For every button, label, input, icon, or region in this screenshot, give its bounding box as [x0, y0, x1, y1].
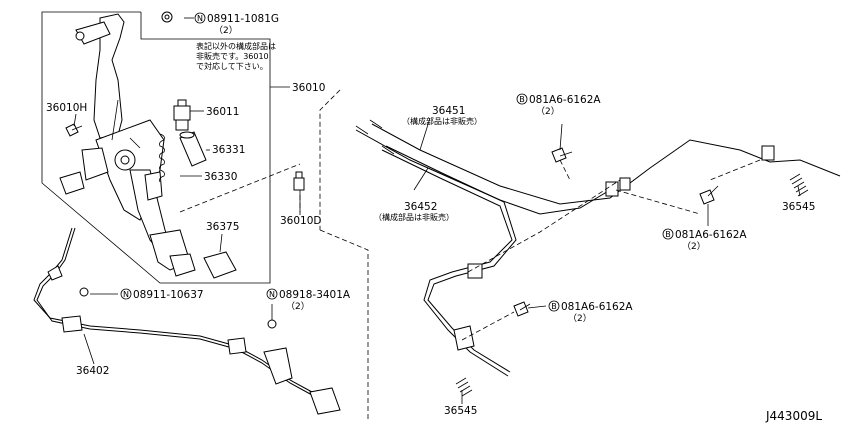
label-36010: 36010 — [292, 82, 325, 94]
svg-text:081A6-6162A: 081A6-6162A — [529, 94, 601, 106]
spring-36545-bottom-drawing — [455, 377, 473, 397]
label-36452: 36452 — [404, 201, 437, 213]
pedal-pad-36375-drawing — [203, 251, 237, 279]
svg-text:081A6-6162A: 081A6-6162A — [561, 301, 633, 313]
clip-36011-drawing — [173, 99, 191, 131]
diagram-reference-code: J443009L — [765, 409, 822, 423]
nut-top-drawing — [161, 11, 173, 23]
bolt-36010H-drawing — [65, 123, 83, 137]
label-36331: 36331 — [212, 144, 245, 156]
bolt-bottom-callout: B 081A6-6162A （2） — [548, 300, 633, 324]
label-36402: 36402 — [76, 365, 109, 377]
bolt-right-drawing — [699, 185, 719, 205]
label-36375: 36375 — [206, 221, 239, 233]
front-cable-36402-drawing — [33, 227, 341, 415]
svg-text:N: N — [269, 290, 275, 299]
bolt-top-callout: B 081A6-6162A （2） — [516, 93, 601, 117]
nut-mid-callout: N 08918-3401A （2） — [266, 288, 351, 312]
note-line-2: 非販売です。36010 — [196, 51, 269, 61]
dashed-connector-lines — [179, 89, 761, 420]
label-36330: 36330 — [204, 171, 237, 183]
spring-36545-right-drawing — [789, 173, 809, 197]
bolt-right-callout: B 081A6-6162A （2） — [662, 228, 747, 252]
svg-text:B: B — [665, 230, 671, 239]
nut-left-callout: N 08911-10637 — [120, 288, 204, 301]
svg-text:B: B — [551, 302, 557, 311]
spring-36330-drawing — [159, 133, 165, 183]
svg-text:（2）: （2） — [682, 241, 706, 252]
japanese-note: 表記以外の構成部品は 非販売です。36010 で対応して下さい。 — [196, 41, 276, 71]
nut-top-callout: N 08911-1081G （2） — [194, 12, 279, 36]
bushing-36331-drawing — [179, 131, 207, 167]
note-line-1: 表記以外の構成部品は — [196, 41, 276, 51]
svg-text:N: N — [197, 14, 203, 23]
label-36010D: 36010D — [280, 215, 322, 227]
svg-text:（2）: （2） — [568, 313, 592, 324]
svg-text:B: B — [519, 95, 525, 104]
rear-cables-drawing — [355, 119, 841, 377]
svg-text:08911-10637: 08911-10637 — [133, 289, 204, 301]
svg-text:（2）: （2） — [286, 301, 310, 312]
note-36451: （構成部品は非販売） — [402, 116, 482, 126]
svg-text:（2）: （2） — [214, 25, 238, 36]
svg-text:N: N — [123, 290, 129, 299]
svg-text:081A6-6162A: 081A6-6162A — [675, 229, 747, 241]
label-36545-right: 36545 — [782, 201, 815, 213]
label-36545-bottom: 36545 — [444, 405, 477, 417]
bolt-top-drawing — [551, 147, 573, 163]
label-36011: 36011 — [206, 106, 239, 118]
svg-text:08911-1081G: 08911-1081G — [207, 13, 279, 25]
assembly-box-outline — [41, 11, 271, 284]
pedal-assembly-drawing — [59, 13, 196, 277]
label-36451: 36451 — [432, 105, 465, 117]
svg-text:08918-3401A: 08918-3401A — [279, 289, 351, 301]
bolt-bottom-drawing — [513, 301, 531, 317]
svg-text:（2）: （2） — [536, 106, 560, 117]
note-36452: （構成部品は非販売） — [374, 212, 454, 222]
label-36010H: 36010H — [46, 102, 87, 114]
note-line-3: で対応して下さい。 — [196, 61, 268, 71]
leader-lines — [73, 17, 801, 404]
clip-36010D-drawing — [293, 171, 305, 191]
